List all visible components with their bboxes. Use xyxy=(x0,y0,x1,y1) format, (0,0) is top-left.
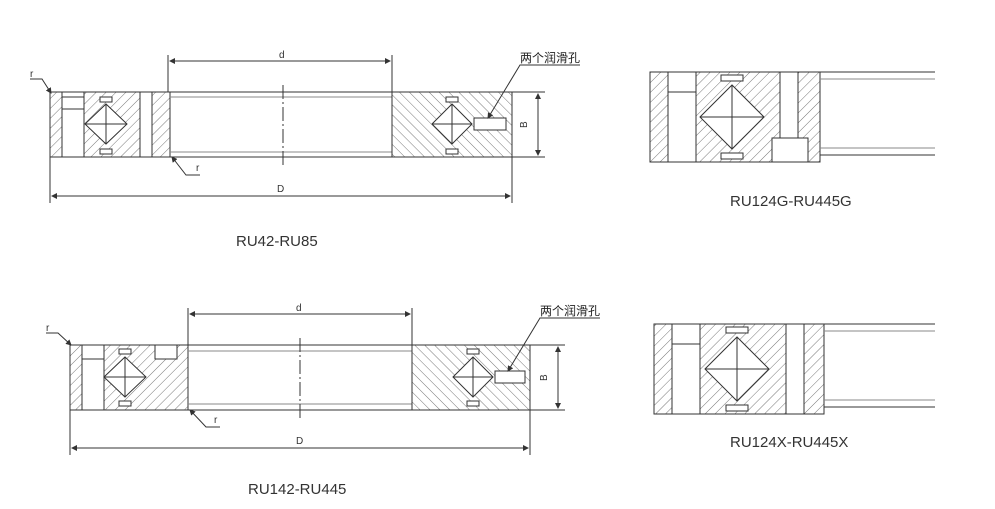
roller-right xyxy=(452,348,494,407)
dim-width-label: B xyxy=(519,121,530,128)
roller-left xyxy=(84,96,128,155)
fillet-inner-label: r xyxy=(214,415,218,426)
fillet-outer-label: r xyxy=(30,69,34,80)
drawing-ru124x-ru445x xyxy=(653,323,935,415)
caption-ru42-ru85: RU42-RU85 xyxy=(236,233,318,250)
caption-ru124g-ru445g: RU124G-RU445G xyxy=(730,193,852,210)
dim-inner-label: d xyxy=(279,50,285,61)
dim-outer-label: D xyxy=(277,184,284,195)
drawing-ru142-ru445 xyxy=(46,308,600,455)
fillet-outer-label: r xyxy=(46,323,50,334)
dim-inner-label: d xyxy=(296,303,302,314)
drawing-ru42-ru85 xyxy=(30,55,580,203)
drawing-ru124g-ru445g xyxy=(649,71,935,163)
roller-left xyxy=(103,348,147,407)
fillet-inner-label: r xyxy=(196,163,200,174)
lubrication-hole xyxy=(494,370,526,384)
caption-ru142-ru445: RU142-RU445 xyxy=(248,481,347,498)
lubrication-hole xyxy=(473,117,507,131)
roller-section xyxy=(704,326,770,412)
caption-ru124x-ru445x: RU124X-RU445X xyxy=(730,434,849,451)
lubrication-note: 两个润滑孔 xyxy=(520,51,580,65)
roller-section xyxy=(699,74,765,160)
dim-outer-label: D xyxy=(296,436,303,447)
lubrication-note: 两个润滑孔 xyxy=(540,304,600,318)
roller-right xyxy=(431,96,473,155)
dim-width-label: B xyxy=(539,374,550,381)
